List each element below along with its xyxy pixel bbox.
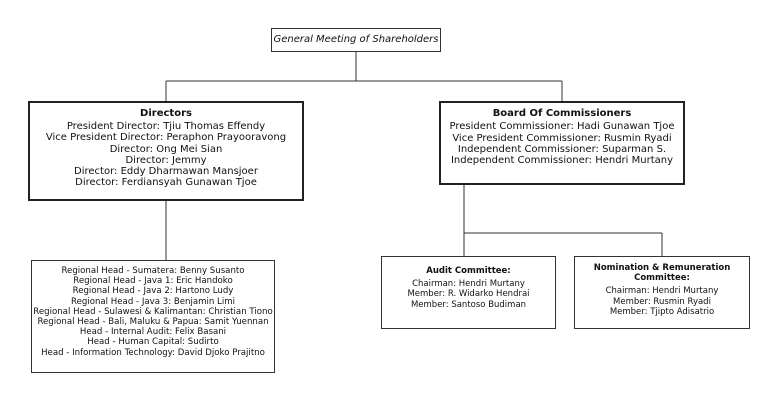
audit-committee-line: Chairman: Hendri Murtany: [412, 279, 525, 290]
directors-line: Vice President Director: Peraphon Prayoo…: [45, 132, 287, 144]
head-line: Regional Head - Java 2: Hartono Ludy: [72, 286, 234, 297]
head-line: Regional Head - Sulawesi & Kalimantan: C…: [33, 306, 273, 317]
head-line: Regional Head - Java 1: Eric Handoko: [73, 276, 233, 287]
head-line: Head - Information Technology: David Djo…: [41, 347, 265, 358]
commissioners-line: Independent Commissioner: Hendri Murtany: [450, 155, 674, 167]
head-line: Head - Internal Audit: Felix Basani: [79, 327, 227, 338]
commissioners-line: Independent Commissioner: Suparman S.: [457, 143, 667, 155]
head-line: Regional Head - Java 3: Benjamin Limi: [71, 296, 235, 307]
audit-committee-line: Member: R. Widarko Hendrai: [407, 289, 530, 300]
audit-committee-box: Audit Committee: Chairman: Hendri Murtan…: [381, 256, 556, 329]
directors-title: Directors: [140, 108, 192, 119]
directors-line: Director: Ong Mei Sian: [109, 143, 223, 155]
nomination-committee-box: Nomination & Remuneration Committee: Cha…: [574, 256, 750, 329]
directors-line: President Director: Tjiu Thomas Effendy: [66, 121, 266, 133]
general-meeting-label: General Meeting of Shareholders: [273, 34, 439, 45]
nomination-committee-line: Member: Tjipto Adisatrio: [609, 306, 715, 317]
regional-heads-box: Regional Head - Sumatera: Benny Susanto …: [31, 260, 275, 373]
head-line: Head - Human Capital: Sudirto: [87, 337, 219, 348]
general-meeting-box: General Meeting of Shareholders: [271, 28, 441, 52]
commissioners-title: Board Of Commissioners: [492, 108, 632, 119]
nomination-committee-line: Chairman: Hendri Murtany: [605, 286, 719, 297]
commissioners-box: Board Of Commissioners President Commiss…: [439, 101, 685, 185]
directors-line: Director: Ferdiansyah Gunawan Tjoe: [75, 177, 257, 189]
audit-committee-line: Member: Santoso Budiman: [410, 299, 527, 310]
commissioners-line: Vice President Commissioner: Rusmin Ryad…: [452, 132, 672, 144]
nomination-committee-line: Member: Rusmin Ryadi: [613, 296, 711, 307]
commissioners-line: President Commissioner: Hadi Gunawan Tjo…: [449, 121, 675, 133]
directors-line: Director: Jemmy: [125, 154, 207, 166]
audit-committee-title: Audit Committee:: [426, 266, 511, 276]
nomination-committee-title: Nomination & Remuneration: [593, 263, 731, 273]
directors-box: Directors President Director: Tjiu Thoma…: [28, 101, 304, 201]
nomination-committee-title: Committee:: [634, 273, 690, 284]
directors-line: Director: Eddy Dharmawan Mansjoer: [74, 166, 258, 178]
head-line: Regional Head - Sumatera: Benny Susanto: [61, 266, 245, 276]
head-line: Regional Head - Bali, Maluku & Papua: Sa…: [37, 317, 269, 328]
